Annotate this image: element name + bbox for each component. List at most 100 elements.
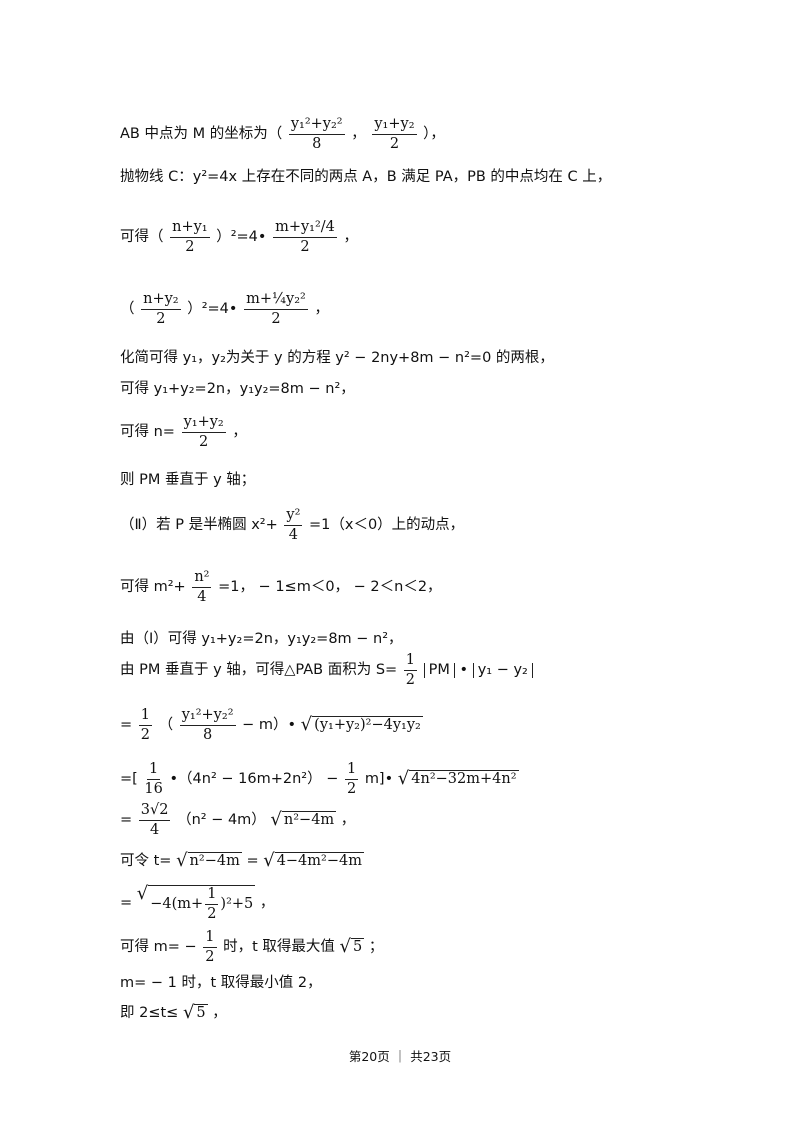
denominator: 2 [389, 135, 400, 152]
line-16: 可令 t= √n²−4m = √4−4m²−4m [120, 852, 364, 870]
fraction: 1 2 [203, 930, 217, 965]
denominator: 2 [207, 905, 217, 922]
text: ）²=4• [187, 301, 238, 317]
fraction: m+y₁²/4 2 [273, 220, 337, 254]
line-12: 由 PM 垂直于 y 轴，可得△PAB 面积为 S= 1 2 PM • y₁ −… [120, 653, 533, 687]
numerator: y₁+y₂ [372, 117, 417, 135]
denominator: 2 [205, 948, 215, 965]
denominator: 4 [197, 588, 207, 605]
square-root: √n²−4m [270, 809, 337, 830]
radicand: 5 [194, 1004, 208, 1021]
numerator: 3√2 [138, 803, 171, 821]
text: =1， − 1≤m＜0， − 2＜n＜2， [218, 579, 442, 595]
text: ， [212, 1005, 227, 1021]
text: （ [158, 717, 174, 733]
page-footer: 第20页 ｜ 共23页 [348, 1049, 452, 1064]
denominator: 2 [300, 238, 310, 255]
text: ， [259, 895, 275, 911]
text: ， [340, 812, 356, 828]
text: 可得 m²+ [120, 579, 186, 595]
fraction: y² 4 [284, 508, 303, 542]
text: AB 中点为 M 的坐标为（ [120, 126, 283, 142]
text: ， [351, 126, 366, 142]
denominator: 2 [140, 726, 150, 743]
line-8: 则 PM 垂直于 y 轴； [120, 472, 256, 488]
numerator: 1 [147, 762, 161, 780]
line-15: = 3√2 4 （n² − 4m） √n²−4m ， [120, 803, 355, 837]
denominator: 8 [312, 135, 322, 152]
text: =1（x＜0）上的动点， [309, 517, 465, 533]
text: ， [232, 424, 247, 440]
numerator: m+¼y₂² [244, 292, 308, 310]
text: 由 PM 垂直于 y 轴，可得△PAB 面积为 S= [120, 662, 398, 678]
numerator: 1 [344, 762, 359, 780]
text: 可得 m= − [120, 939, 202, 955]
text: （Ⅱ）若 P 是半椭圆 x²+ [120, 517, 278, 533]
numerator: n+y₁ [170, 220, 210, 238]
denominator: 4 [150, 821, 160, 838]
numerator: 1 [403, 653, 418, 671]
text: ， [314, 301, 329, 317]
fraction: n+y₁ 2 [170, 220, 210, 254]
numerator: y₁+y₂ [181, 415, 226, 433]
text: ）²=4• [216, 229, 267, 245]
fraction: y₁²+y₂² 8 [179, 708, 236, 743]
fraction: n+y₂ 2 [141, 292, 181, 326]
fraction: y₁+y₂ 2 [181, 415, 226, 450]
numerator: n+y₂ [141, 292, 181, 310]
text: 时，t 取得最大值 [223, 939, 335, 955]
radicand: 4n²−32m+4n² [409, 770, 519, 787]
denominator: 2 [405, 671, 416, 688]
text: （ [120, 301, 135, 317]
text: = [120, 895, 133, 911]
text: （n² − 4m） [177, 812, 266, 828]
text: 可得 n= [120, 424, 175, 440]
square-root: √4n²−32m+4n² [397, 768, 519, 789]
text: ； [368, 939, 384, 955]
fraction: 1 2 [138, 708, 152, 743]
text: =[ [120, 771, 138, 787]
numerator: y² [284, 508, 303, 526]
numerator: y₁²+y₂² [288, 117, 345, 135]
line-5: 化简可得 y₁，y₂为关于 y 的方程 y² − 2ny+8m − n²=0 的… [120, 350, 554, 366]
text: ， [343, 229, 359, 245]
radicand: (y₁+y₂)²−4y₁y₂ [312, 716, 423, 733]
square-root: √n²−4m [176, 850, 242, 871]
fraction: m+¼y₂² 2 [244, 292, 308, 326]
line-9: （Ⅱ）若 P 是半椭圆 x²+ y² 4 =1（x＜0）上的动点， [120, 508, 464, 542]
text: − m）• [242, 717, 297, 733]
numerator: 1 [203, 930, 217, 948]
radicand-part: )²+5 [220, 896, 254, 912]
denominator: 16 [144, 780, 163, 797]
denominator: 8 [203, 726, 213, 743]
text: •（4n² − 16m+2n²） − [169, 771, 343, 787]
text: = [246, 853, 259, 869]
line-6: 可得 y₁+y₂=2n，y₁y₂=8m − n²， [120, 381, 355, 397]
line-3: 可得（ n+y₁ 2 ）²=4• m+y₁²/4 2 ， [120, 220, 358, 254]
fraction: n² 4 [192, 570, 212, 605]
denominator: 2 [199, 433, 209, 450]
line-11: 由（Ⅰ）可得 y₁+y₂=2n，y₁y₂=8m − n²， [120, 631, 403, 647]
line-20: 即 2≤t≤ √5 ， [120, 1004, 227, 1022]
text: = [120, 812, 133, 828]
line-2: 抛物线 C：y²=4x 上存在不同的两点 A，B 满足 PA，PB 的中点均在 … [120, 169, 612, 185]
square-root: √5 [339, 936, 365, 957]
text: ）， [423, 126, 445, 142]
line-10: 可得 m²+ n² 4 =1， − 1≤m＜0， − 2＜n＜2， [120, 570, 442, 604]
numerator: 1 [205, 887, 219, 905]
text: = [120, 717, 133, 733]
radicand: n²−4m [281, 811, 337, 828]
fraction: 1 16 [144, 762, 162, 796]
denominator: 2 [271, 310, 281, 327]
text: m]• [364, 771, 394, 787]
absolute-value: PM [423, 663, 455, 678]
radicand: n²−4m [187, 852, 242, 869]
absolute-value: y₁ − y₂ [472, 663, 533, 678]
square-root: √4−4m²−4m [263, 850, 364, 871]
fraction: 3√2 4 [138, 803, 171, 838]
square-root: √(y₁+y₂)²−4y₁y₂ [300, 714, 423, 735]
numerator: m+y₁²/4 [273, 220, 337, 238]
